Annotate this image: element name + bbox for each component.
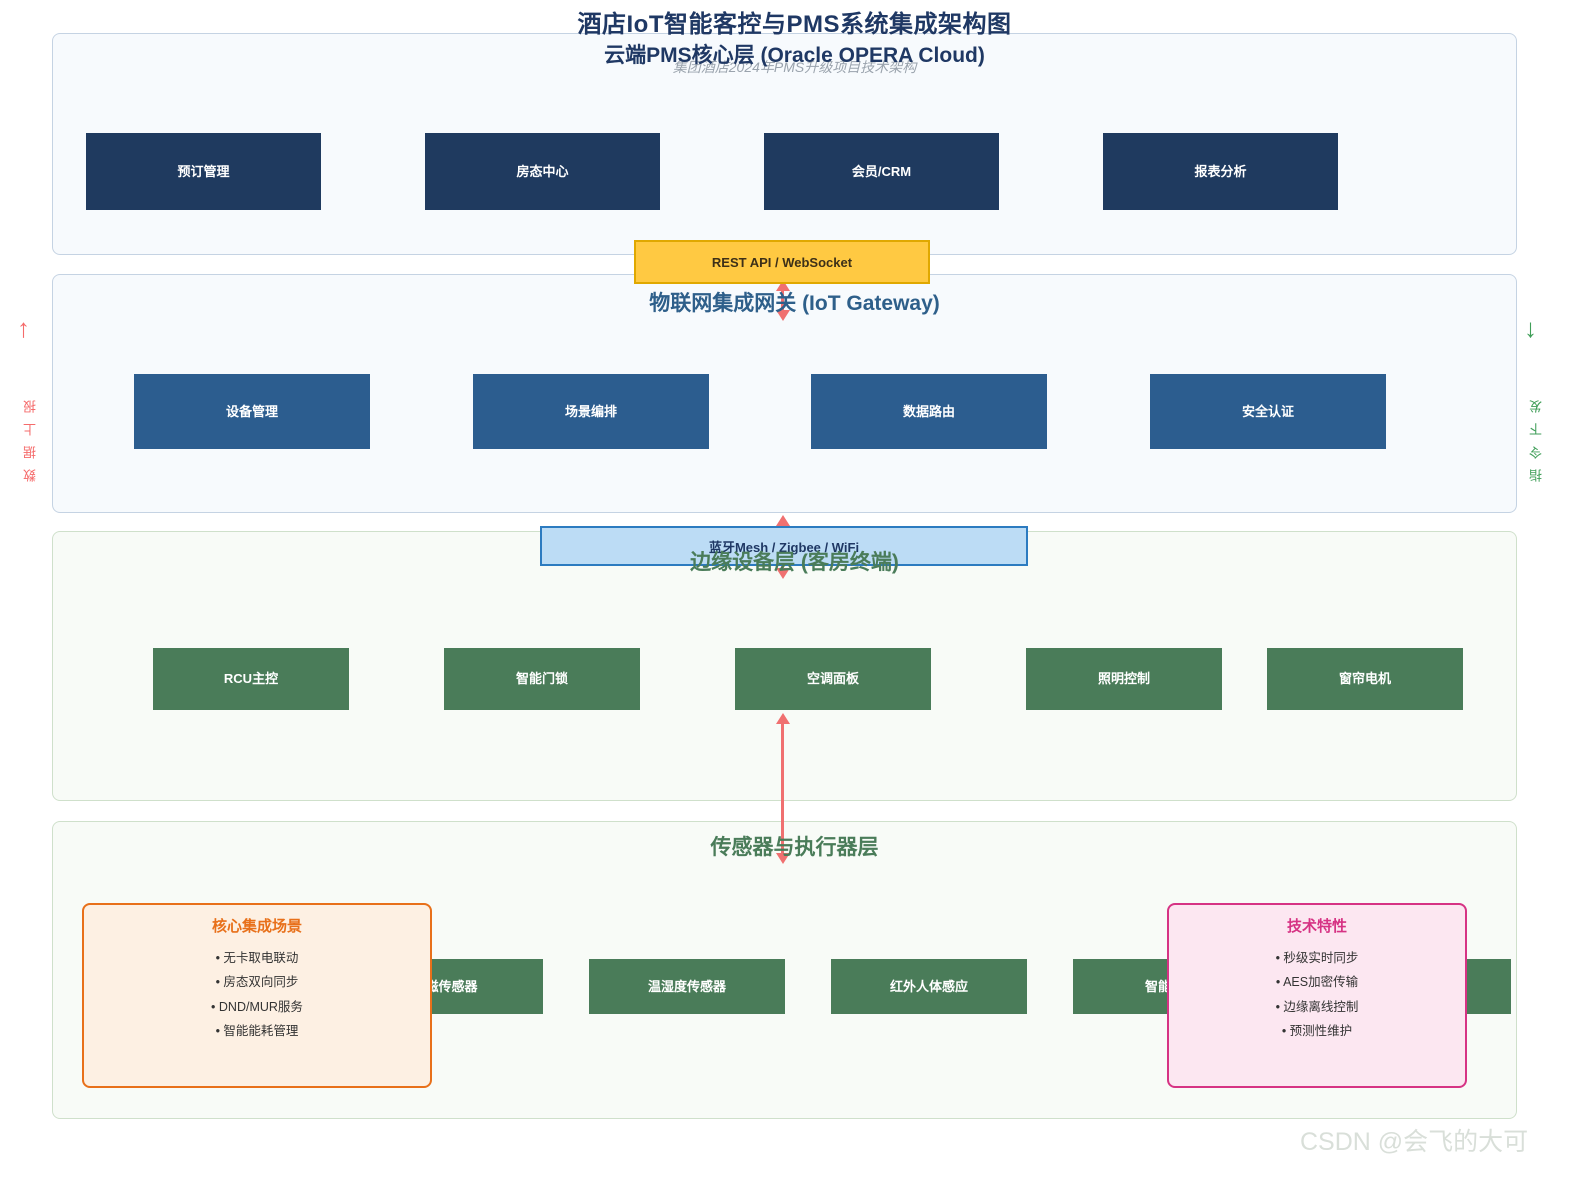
list-item: 秒级实时同步 [1183,946,1451,970]
node-pms-3[interactable]: 报表分析 [1103,133,1338,210]
connector-rest-api[interactable]: REST API / WebSocket [634,240,930,284]
node-edge-4[interactable]: 窗帘电机 [1267,648,1463,710]
panel-core-scenarios-title: 核心集成场景 [211,918,302,935]
arrow-edge-sensor-head-down [776,853,790,864]
arrow-gateway-edge-head-up [776,515,790,526]
node-gateway-1[interactable]: 场景编排 [473,374,709,449]
watermark: CSDN @会飞的大可 [1300,1128,1529,1156]
panel-tech-features: 技术特性 秒级实时同步 AES加密传输 边缘离线控制 预测性维护 [1167,903,1467,1088]
list-item: 房态双向同步 [98,970,416,994]
arrow-pms-gateway-head-down [776,310,790,321]
node-edge-2[interactable]: 空调面板 [735,648,931,710]
layer-pms-title: 云端PMS核心层 (Oracle OPERA Cloud) [604,44,985,67]
node-edge-0[interactable]: RCU主控 [153,648,349,710]
arrow-edge-sensor [781,722,784,856]
node-pms-0[interactable]: 预订管理 [86,133,321,210]
uplink-rail-label: 数据上报 [14,390,48,482]
node-gateway-3[interactable]: 安全认证 [1150,374,1386,449]
panel-tech-features-title: 技术特性 [1286,918,1347,935]
node-gateway-2[interactable]: 数据路由 [811,374,1047,449]
list-item: 边缘离线控制 [1183,995,1451,1019]
panel-tech-features-list: 秒级实时同步 AES加密传输 边缘离线控制 预测性维护 [1183,946,1451,1044]
node-pms-2[interactable]: 会员/CRM [764,133,999,210]
page-subtitle: 集团酒店2024年PMS升级项目技术架构 [672,59,917,75]
panel-core-scenarios-list: 无卡取电联动 房态双向同步 DND/MUR服务 智能能耗管理 [98,946,416,1044]
downlink-rail-label: 指令下发 [1520,390,1554,482]
uplink-rail-text: 数据上报 [23,390,38,482]
arrow-pms-gateway [781,288,784,312]
node-sensor-3[interactable]: 红外人体感应 [831,959,1027,1014]
panel-core-scenarios: 核心集成场景 无卡取电联动 房态双向同步 DND/MUR服务 智能能耗管理 [82,903,432,1088]
layer-edge-title: 边缘设备层 (客房终端) [690,551,899,574]
connector-wireless-mesh[interactable]: 蓝牙Mesh / Zigbee / WiFi [540,526,1028,566]
node-gateway-0[interactable]: 设备管理 [134,374,370,449]
arrow-edge-sensor-head-up [776,713,790,724]
node-pms-1[interactable]: 房态中心 [425,133,660,210]
list-item: 无卡取电联动 [98,946,416,970]
node-sensor-2[interactable]: 温湿度传感器 [589,959,785,1014]
node-edge-3[interactable]: 照明控制 [1026,648,1222,710]
list-item: AES加密传输 [1183,970,1451,994]
list-item: DND/MUR服务 [98,995,416,1019]
node-edge-1[interactable]: 智能门锁 [444,648,640,710]
arrow-gateway-edge-head-down [776,568,790,579]
list-item: 智能能耗管理 [98,1019,416,1043]
arrow-pms-gateway-head-up [776,280,790,291]
list-item: 预测性维护 [1183,1019,1451,1043]
downlink-rail-text: 指令下发 [1529,390,1544,482]
layer-gateway-title: 物联网集成网关 (IoT Gateway) [649,292,940,315]
downlink-arrow-icon: ↓ [1524,313,1537,343]
page-title: 酒店IoT智能客控与PMS系统集成架构图 [577,11,1012,38]
layer-sensor-title: 传感器与执行器层 [710,836,879,859]
uplink-arrow-icon: ↑ [17,313,30,343]
